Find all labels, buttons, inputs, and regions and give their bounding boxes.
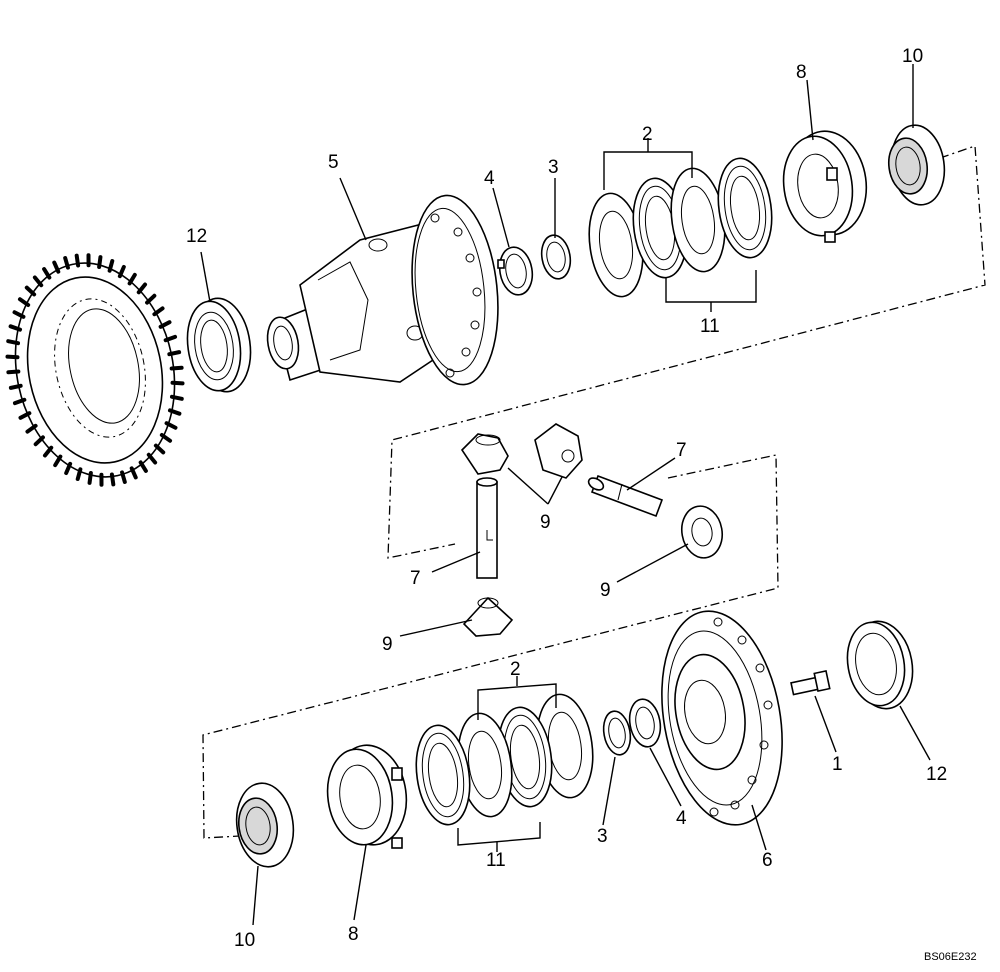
- callout-8-bottom: 8: [348, 924, 359, 945]
- pressure-ring-8-bottom: [326, 744, 408, 849]
- ring-gear-tooth: [33, 435, 45, 447]
- ring-3-bottom: [602, 710, 632, 756]
- ring-gear-tooth: [107, 259, 115, 273]
- ring-gear-tooth: [6, 339, 21, 346]
- ring-gear-tooth: [8, 324, 23, 332]
- ring-gear-tooth: [8, 383, 23, 390]
- callout-1: 1: [832, 754, 843, 775]
- callout-3-bottom: 3: [597, 826, 608, 847]
- ring-gear-tooth: [153, 443, 166, 455]
- pinion-gear-9-upper-left: [460, 433, 509, 475]
- ring-gear-tooth: [32, 275, 44, 288]
- clutch-pack-top: [588, 157, 773, 298]
- callout-9-mid: 9: [540, 512, 551, 533]
- ring-gear-tooth: [53, 454, 63, 468]
- ring-gear-tooth: [25, 423, 38, 434]
- ring-gear-tooth: [120, 470, 127, 484]
- callout-6: 6: [762, 850, 773, 871]
- ring-gear-tooth: [18, 411, 32, 420]
- ring-gear-tooth: [75, 467, 83, 481]
- ring-gear-tooth: [64, 461, 73, 476]
- ring-gear-tooth: [129, 466, 138, 480]
- ring-gear-tooth: [167, 350, 182, 357]
- callout-7-left: 7: [410, 568, 421, 589]
- ring-gear-tooth: [17, 297, 31, 308]
- ring-gear-tooth: [117, 264, 126, 279]
- callout-12-right: 12: [926, 764, 947, 785]
- side-gear-10-top: [887, 124, 946, 206]
- ring-gear-tooth: [170, 380, 185, 386]
- bearing-right: [846, 620, 914, 710]
- callout-2-top: 2: [642, 124, 653, 145]
- bearing-left: [186, 297, 252, 393]
- cross-shaft-7-vertical: [476, 477, 498, 579]
- pinion-gear-9-bottom: [462, 596, 514, 637]
- callout-5: 5: [328, 152, 339, 173]
- ring-gear-tooth: [138, 460, 148, 473]
- ring-gear-tooth: [167, 408, 182, 416]
- callout-11-bottom: 11: [486, 850, 506, 871]
- pressure-ring-8-top: [782, 130, 868, 243]
- ring-gear-tooth: [127, 272, 137, 286]
- ring-gear-tooth: [152, 306, 165, 317]
- callout-labels: 10 8 2 3 4 5 12 11 7 9 7 9 9 2 1 12 4 3 …: [186, 46, 947, 951]
- ring-gear-tooth: [97, 255, 103, 270]
- differential-case: [266, 194, 499, 386]
- callout-10-bottom: 10: [234, 930, 255, 951]
- bolt-1: [790, 670, 831, 696]
- ring-gear-tooth: [42, 445, 54, 458]
- clutch-pack-bottom: [415, 693, 594, 826]
- ring-gear-tooth: [12, 397, 27, 406]
- callout-9-bottom: 9: [382, 634, 393, 655]
- ring-gear-tooth: [6, 369, 21, 375]
- ring-gear-teeth: [5, 253, 185, 487]
- ring-gear-tooth: [24, 285, 37, 297]
- side-gear-10-bottom: [235, 782, 295, 868]
- ring-gear-tooth: [74, 253, 81, 268]
- ring-gear-tooth: [136, 282, 148, 295]
- ring-gear-tooth: [42, 267, 52, 280]
- ring-gear-tooth: [146, 452, 158, 465]
- ring-gear-tooth: [159, 432, 173, 443]
- ring-gear-tooth: [63, 256, 70, 270]
- callout-4-top: 4: [484, 168, 495, 189]
- ring-gear: [5, 253, 185, 487]
- callout-4-bottom: 4: [676, 808, 687, 829]
- callout-12-left: 12: [186, 226, 207, 247]
- ring-gear-tooth: [12, 310, 26, 319]
- ring-gear-tooth: [163, 334, 178, 343]
- ring-gear-tooth: [169, 365, 184, 371]
- thrust-washer-4-bottom: [628, 698, 662, 748]
- ring-gear-tooth: [158, 320, 172, 329]
- differential-cover-6: [661, 610, 783, 826]
- ring-gear-tooth: [87, 470, 93, 485]
- ring-gear-tooth: [169, 394, 184, 401]
- reference-code: BS06E232: [924, 951, 977, 963]
- callout-7-right: 7: [676, 440, 687, 461]
- ring-gear-tooth: [164, 421, 178, 430]
- callout-9-right: 9: [600, 580, 611, 601]
- callout-8-top: 8: [796, 62, 807, 83]
- cross-shaft-7-horizontal: [587, 474, 664, 518]
- ring-gear-tooth: [145, 293, 157, 305]
- assembly-boundary-lines: [202, 145, 986, 839]
- callout-11-top: 11: [700, 316, 720, 337]
- pinion-gear-9-upper-right: [534, 423, 583, 479]
- ring-3-top: [540, 234, 572, 280]
- ring-gear-tooth: [5, 354, 20, 360]
- callout-10-top: 10: [902, 46, 923, 67]
- thrust-washer-4-top: [497, 246, 534, 296]
- callout-3-top: 3: [548, 157, 559, 178]
- ring-gear-tooth: [52, 260, 61, 274]
- callout-2-bottom: 2: [510, 659, 521, 680]
- pinion-gear-9-right: [680, 505, 724, 559]
- ring-gear-tooth: [109, 472, 116, 487]
- leader-lines: [200, 64, 931, 926]
